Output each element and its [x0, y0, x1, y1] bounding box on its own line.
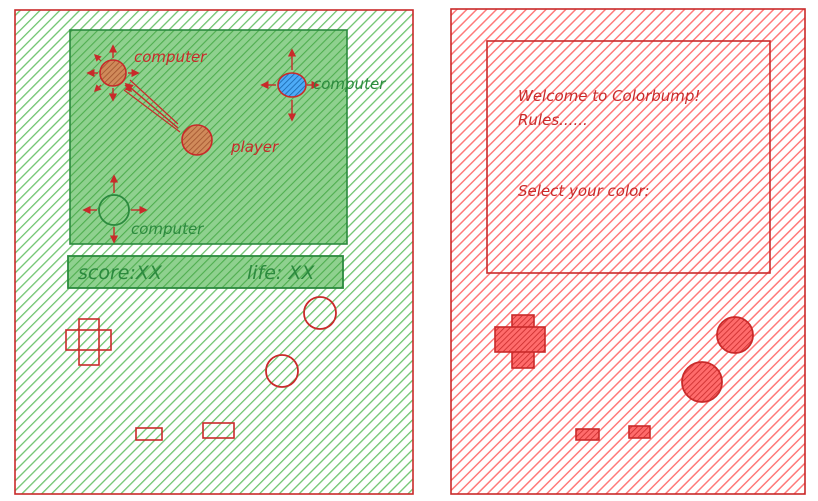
left-console: computer computer player computer	[14, 9, 414, 495]
left-start-button[interactable]	[202, 422, 235, 439]
select-color-text: Select your color:	[518, 182, 650, 200]
computer-top-left	[86, 44, 140, 102]
left-a-button[interactable]	[303, 296, 337, 330]
right-b-button[interactable]	[681, 361, 723, 403]
label-computer-top-left: computer	[134, 48, 207, 66]
label-computer-bottom: computer	[131, 220, 204, 238]
label-player: player	[230, 138, 279, 156]
player-ball	[123, 79, 213, 156]
right-console: Welcome to Colorbump! Rules...... Select…	[450, 8, 806, 495]
right-a-button[interactable]	[716, 316, 754, 354]
left-b-button[interactable]	[265, 354, 299, 388]
right-dpad[interactable]	[494, 314, 546, 369]
computer-bottom	[82, 174, 148, 244]
right-select-button[interactable]	[575, 428, 600, 441]
life-readout: life: XX	[247, 262, 315, 284]
right-game-screen	[486, 40, 771, 274]
welcome-text: Welcome to Colorbump!	[518, 87, 700, 105]
status-bar	[67, 255, 344, 289]
label-computer-right: computer	[313, 75, 386, 93]
left-select-button[interactable]	[135, 427, 163, 441]
right-start-button[interactable]	[628, 425, 651, 439]
score-readout: score:XX	[78, 262, 163, 284]
computer-right	[260, 48, 320, 122]
left-dpad[interactable]	[65, 318, 112, 366]
rules-text: Rules......	[518, 111, 588, 129]
